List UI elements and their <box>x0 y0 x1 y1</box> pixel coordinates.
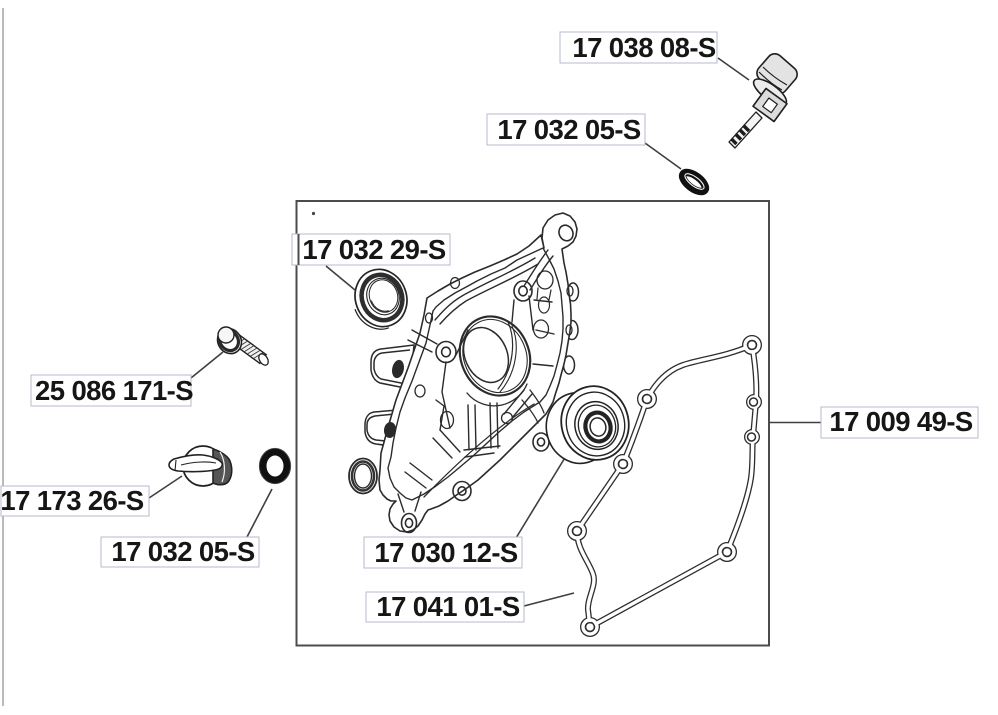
svg-text:17 038 08-S: 17 038 08-S <box>572 32 715 63</box>
svg-text:17 032 05-S: 17 032 05-S <box>497 114 640 145</box>
svg-text:17 030 12-S: 17 030 12-S <box>374 537 517 568</box>
svg-text:17 173 26-S: 17 173 26-S <box>0 485 143 516</box>
svg-text:17 032 05-S: 17 032 05-S <box>111 536 254 567</box>
svg-text:17 032 29-S: 17 032 29-S <box>302 234 445 265</box>
svg-text:17 041 01-S: 17 041 01-S <box>376 591 519 622</box>
svg-text:17 009 49-S: 17 009 49-S <box>829 406 972 437</box>
svg-text:25 086 171-S: 25 086 171-S <box>35 375 193 406</box>
